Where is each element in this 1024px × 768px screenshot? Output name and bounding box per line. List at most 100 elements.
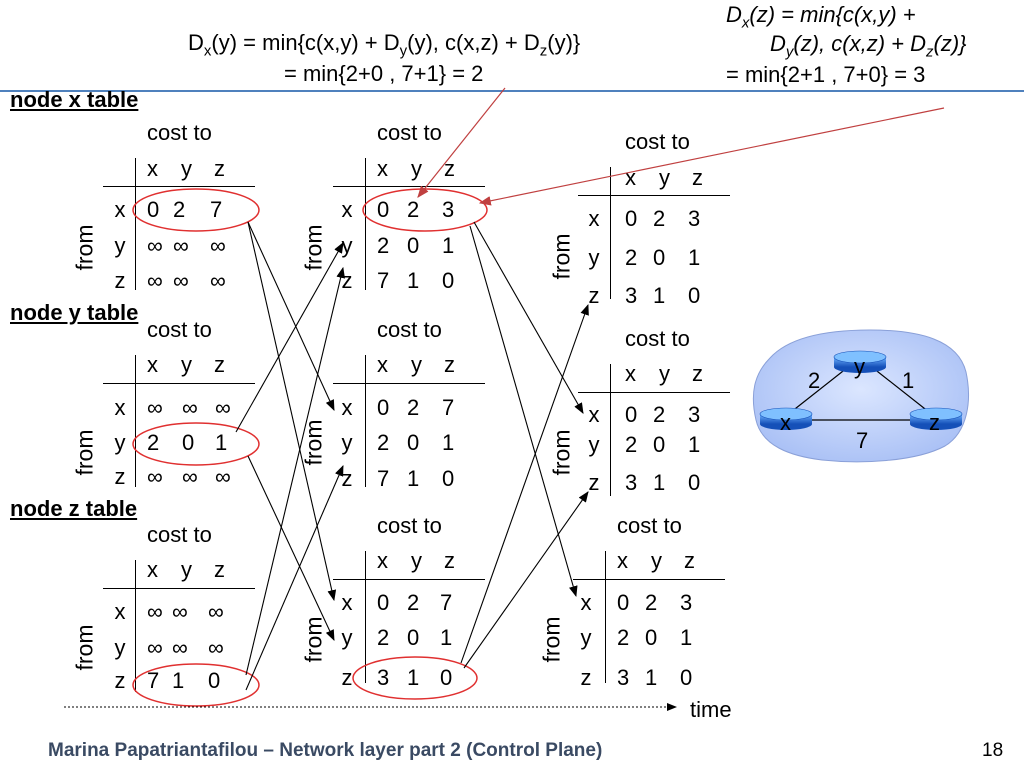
distance-cell: 0 [407,430,420,455]
column-header: x [625,165,636,190]
msg-arrow-y0-to-z1 [247,455,335,641]
column-header: z [684,548,695,573]
row-header: x [341,197,353,222]
column-header: z [692,165,703,190]
distance-cell: 0 [440,665,453,690]
row-header: z [580,665,592,690]
link-x-y [785,363,853,417]
row-header: x [114,395,126,420]
row-header: y [341,233,353,258]
distance-cell: ∞ [147,268,163,293]
distance-cell: ∞ [172,599,188,624]
row-header: x [341,590,353,615]
table-header-rule [578,392,730,393]
distance-cell: 2 [377,233,390,258]
distance-cell: 0 [407,625,420,650]
table-row-rule [605,551,606,683]
distance-cell: 1 [440,625,453,650]
column-header: x [377,352,388,377]
distance-cell: 1 [442,430,455,455]
table-row-rule [135,158,136,290]
distance-cell: 2 [407,395,420,420]
distance-cell: 2 [625,245,638,270]
row-header: y [114,233,126,258]
distance-cell: 7 [442,395,455,420]
distance-cell: 2 [645,590,658,615]
row-header: x [580,590,592,615]
column-header: y [659,361,670,386]
msg-arrow-x1-to-z2 [469,225,578,598]
distance-cell: ∞ [173,268,189,293]
table-row-rule [610,167,611,299]
distance-cell: 1 [688,245,701,270]
column-header: z [692,361,703,386]
cost-to-label: cost to [377,120,442,145]
distance-cell: ∞ [172,635,188,660]
msg-arrow-z0-to-y1 [245,464,344,691]
row-header: x [341,395,353,420]
edge-cost-y-z: 1 [902,368,914,393]
column-header: z [444,548,455,573]
distance-cell: 3 [688,402,701,427]
table-header-rule [103,186,255,187]
msg-arrow-z0-to-x1 [245,266,345,676]
row-header: z [114,464,126,489]
cost-to-label: cost to [625,326,690,351]
table-row-rule [135,560,136,692]
highlight-ellipse-z-t1 [352,656,478,700]
column-header: x [377,548,388,573]
table-row-rule [365,158,366,290]
distance-cell: ∞ [147,464,163,489]
row-header: y [588,432,600,457]
column-header: y [651,548,662,573]
distance-cell: 1 [215,430,228,455]
row-header: y [114,430,126,455]
cost-to-label: cost to [147,522,212,547]
table-row-rule [610,364,611,496]
row-header: y [588,245,600,270]
router-y-icon [833,350,887,373]
distance-cell: 0 [645,625,658,650]
distance-cell: 2 [625,432,638,457]
edge-cost-x-y: 2 [808,368,820,393]
distance-cell: 2 [653,206,666,231]
formula-dxz-line1: Dx(z) = min{c(x,y) + [726,2,916,32]
table-header-rule [573,579,725,580]
distance-cell: 1 [172,668,185,693]
distance-cell: 0 [442,268,455,293]
table-header-rule [333,186,485,187]
distance-cell: 1 [688,432,701,457]
distance-cell: 0 [688,470,701,495]
row-header: x [588,402,600,427]
column-header: x [147,557,158,582]
distance-cell: 7 [377,268,390,293]
distance-cell: ∞ [215,464,231,489]
distance-cell: 2 [407,590,420,615]
column-header: z [444,352,455,377]
annotation-arrow-dxy [417,87,506,198]
distance-cell: 0 [688,283,701,308]
node-label-x: x [780,410,791,435]
distance-cell: 2 [617,625,630,650]
msg-arrow-y0-to-x1 [235,242,344,433]
cost-to-label: cost to [625,129,690,154]
distance-cell: ∞ [215,395,231,420]
distance-cell: 3 [442,197,455,222]
column-header: y [659,165,670,190]
distance-cell: 0 [147,197,160,222]
table-header-rule [333,579,485,580]
distance-cell: 1 [653,470,666,495]
column-header: z [444,156,455,181]
row-header: y [580,625,592,650]
msg-arrow-x0-to-y1 [247,221,335,412]
node-y-table-title: node y table [10,300,139,325]
column-header: x [617,548,628,573]
link-y-z [867,363,935,417]
distance-cell: 3 [625,283,638,308]
cost-to-label: cost to [147,120,212,145]
distance-cell: 1 [442,233,455,258]
distance-cell: 0 [653,245,666,270]
distance-cell: 0 [182,430,195,455]
distance-cell: 0 [407,233,420,258]
